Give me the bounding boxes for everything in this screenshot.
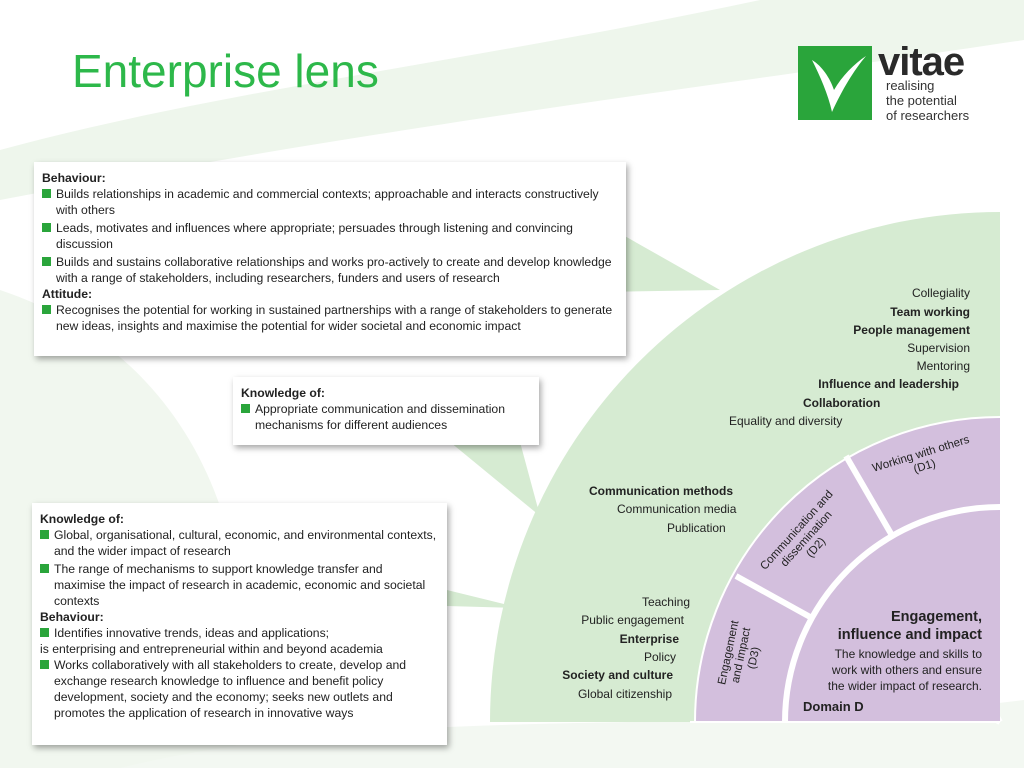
d1-influence-leadership: Influence and leadership (818, 377, 959, 391)
domain-description: The knowledge and skills to work with ot… (827, 647, 982, 693)
knowledge-box-middle: Knowledge of: Appropriate communication … (233, 377, 539, 445)
d3-policy: Policy (643, 650, 676, 664)
d1-supervision: Supervision (907, 341, 970, 355)
domain-title: Engagement, influence and impact (837, 609, 982, 643)
d1-people-management: People management (853, 323, 970, 337)
behaviour-heading: Behaviour: (40, 610, 104, 624)
knowledge-heading: Knowledge of: (241, 386, 325, 400)
d1-equality-diversity: Equality and diversity (729, 414, 843, 428)
list-item: Leads, motivates and influences where ap… (42, 220, 616, 252)
list-item: Builds relationships in academic and com… (42, 186, 616, 218)
d3-public-engagement: Public engagement (581, 613, 684, 627)
list-item: Identifies innovative trends, ideas and … (40, 625, 437, 641)
callout-wedge-bottom (447, 590, 520, 608)
attitude-heading: Attitude: (42, 287, 93, 301)
domain-label: Domain D (803, 699, 864, 714)
list-item: Recognises the potential for working in … (42, 302, 616, 334)
d3-enterprise: Enterprise (619, 632, 679, 646)
ring-core-border (782, 504, 1001, 723)
list-item: The range of mechanisms to support knowl… (40, 561, 437, 609)
d1-mentoring: Mentoring (916, 359, 970, 373)
callout-wedge-top (600, 222, 720, 292)
knowledge-behaviour-box: Knowledge of: Global, organisational, cu… (32, 503, 447, 745)
behaviour-attitude-box: Behaviour: Builds relationships in acade… (34, 162, 626, 356)
list-item: Global, organisational, cultural, econom… (40, 527, 437, 559)
ring-core (785, 507, 1000, 722)
knowledge-heading: Knowledge of: (40, 512, 124, 526)
bg-swoosh-top (0, 0, 1024, 200)
list-item-continuation: is enterprising and entrepreneurial with… (40, 642, 383, 656)
d2-communication-methods: Communication methods (589, 484, 734, 498)
d3-society-culture: Society and culture (562, 668, 673, 682)
list-item: Appropriate communication and disseminat… (241, 401, 529, 433)
bg-swoosh-bottom (120, 700, 1024, 768)
vitae-logo-mark (798, 46, 872, 120)
d1-team-working: Team working (890, 305, 970, 319)
d2-communication-media: Communication media (617, 502, 737, 516)
d3-global-citizenship: Global citizenship (577, 687, 672, 701)
list-item: Works collaboratively with all stakehold… (40, 657, 437, 721)
ring-outer-edge (694, 416, 1001, 723)
callout-wedge-middle (450, 442, 540, 516)
d1-collaboration: Collaboration (803, 396, 881, 410)
d3-teaching: Teaching (641, 595, 690, 609)
list-item: Builds and sustains collaborative relati… (42, 254, 616, 286)
vitae-wordmark: vitae (878, 40, 965, 84)
vitae-tagline: realising the potential of researchers (886, 78, 970, 123)
vitae-logo: vitae realising the potential of researc… (798, 40, 988, 130)
d2-publication: Publication (667, 521, 726, 535)
behaviour-heading: Behaviour: (42, 171, 106, 185)
d1-collegiality: Collegiality (911, 286, 970, 300)
slide-title: Enterprise lens (72, 45, 379, 97)
